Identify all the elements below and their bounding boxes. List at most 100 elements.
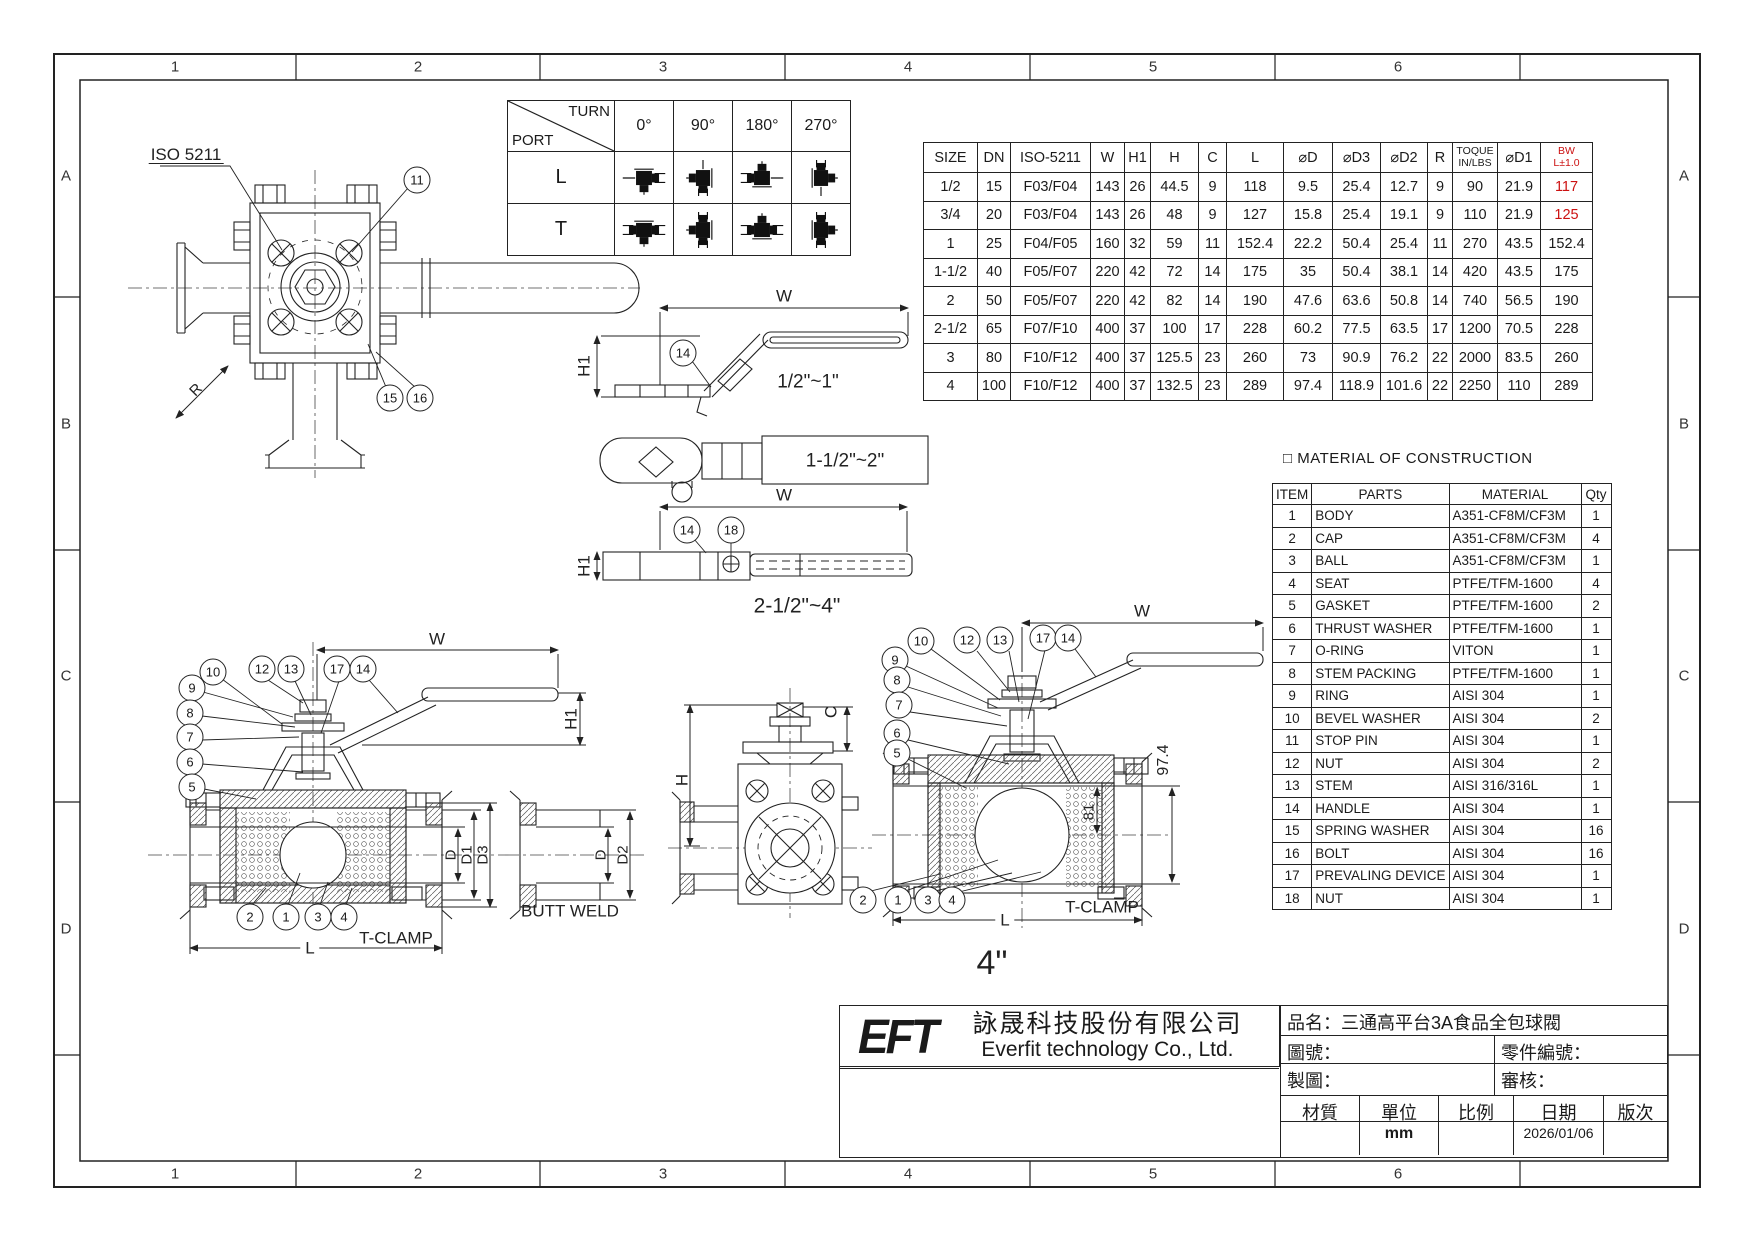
size-cell: 14	[1198, 286, 1227, 316]
material-cell: 18	[1271, 886, 1313, 910]
drawing-no-field: 圖號：	[1287, 1043, 1341, 1063]
size-cell: 50	[977, 286, 1011, 316]
size-cell: 4	[923, 371, 978, 401]
size-cell: 15.8	[1283, 200, 1333, 230]
grid-row-label: B	[1678, 415, 1690, 433]
size-cell: 40	[977, 257, 1011, 287]
size-cell: 289	[1540, 371, 1593, 401]
port-row-label: T	[507, 203, 615, 256]
material-cell: BALL	[1311, 549, 1450, 573]
spec-header-unit: 單位	[1359, 1096, 1438, 1121]
size-col-header: ⌀D	[1283, 142, 1333, 173]
material-cell: 14	[1271, 796, 1313, 820]
size-col-header: R	[1427, 142, 1453, 173]
material-cell: PTFE/TFM-1600	[1448, 661, 1582, 685]
size-col-header: H	[1150, 142, 1199, 173]
size-cell: 48	[1150, 200, 1199, 230]
turn-angle-header: 0°	[614, 100, 674, 152]
balloon-12: 12	[248, 655, 276, 683]
size-cell: 76.2	[1380, 343, 1428, 373]
t-clamp-label: T-CLAMP	[1065, 897, 1139, 917]
balloon-14-handle3: 14	[673, 516, 701, 544]
size-cell: 73	[1283, 343, 1333, 373]
butt-weld-label: BUTT WELD	[521, 901, 619, 921]
material-cell: 1	[1580, 796, 1612, 820]
material-cell: 16	[1580, 819, 1612, 843]
size-cell: 20	[977, 200, 1011, 230]
spec-header-rev: 版次	[1603, 1096, 1667, 1121]
size-cell: 228	[1226, 314, 1284, 344]
d1-dim-label: D1	[458, 845, 476, 865]
size-cell: 400	[1090, 371, 1125, 401]
size-cell: 1-1/2	[923, 257, 978, 287]
grid-row-label: A	[1678, 167, 1690, 185]
size-cell: 43.5	[1497, 229, 1541, 259]
material-cell: AISI 304	[1448, 886, 1582, 910]
h1-dim-label: H1	[561, 708, 581, 730]
material-cell: 2	[1580, 706, 1612, 730]
size-cell: 143	[1090, 172, 1125, 202]
t-clamp-label: T-CLAMP	[359, 928, 433, 948]
grid-col-label: 5	[1148, 1165, 1158, 1183]
size-cell: 25.4	[1332, 200, 1381, 230]
size-cell: 72	[1150, 257, 1199, 287]
size-cell: 2	[923, 286, 978, 316]
grid-col-label: 6	[1393, 1165, 1403, 1183]
balloon-12: 12	[953, 626, 981, 654]
size-cell: 117	[1540, 172, 1593, 202]
size-cell: 23	[1198, 343, 1227, 373]
grid-col-label: 2	[413, 1165, 423, 1183]
balloon-5: 5	[178, 773, 206, 801]
drafter-field: 製圖：	[1287, 1071, 1341, 1091]
size-cell: 190	[1226, 286, 1284, 316]
size-cell: 228	[1540, 314, 1593, 344]
balloon-4: 4	[330, 903, 358, 931]
balloon-11: 11	[403, 166, 431, 194]
size-col-header: SIZE	[923, 142, 978, 173]
material-cell: BOLT	[1311, 841, 1450, 865]
balloon-9: 9	[178, 674, 206, 702]
size-cell: 100	[1150, 314, 1199, 344]
material-col-header: ITEM	[1271, 483, 1313, 505]
size-col-header: TOQUE IN/LBS	[1452, 142, 1498, 173]
size-cell: 90	[1452, 172, 1498, 202]
material-title-text: MATERIAL OF CONSTRUCTION	[1297, 450, 1533, 467]
size-cell: 14	[1198, 257, 1227, 287]
material-cell: SEAT	[1311, 571, 1450, 595]
valve-position-icon	[614, 203, 674, 256]
grid-row-label: D	[1678, 920, 1690, 938]
material-cell: 1	[1580, 684, 1612, 708]
material-cell: 16	[1271, 841, 1313, 865]
size-cell: 11	[1198, 229, 1227, 259]
h-dim-label: H	[672, 773, 692, 787]
title-block-fields: 品名：三通高平台3A食品全包球閥 圖號： 零件編號： 製圖： 審核： 材質 單位…	[1280, 1005, 1668, 1158]
material-cell: AISI 304	[1448, 729, 1582, 753]
w-dim-label: W	[775, 485, 793, 505]
size-cell: 37	[1124, 371, 1151, 401]
spec-header-material: 材質	[1302, 1103, 1338, 1121]
turn-angle-header: 270°	[791, 100, 851, 152]
turn-port-table: TURN PORT 0° 90° 180° 270° L T	[507, 100, 851, 256]
material-cell: AISI 304	[1448, 819, 1582, 843]
balloon-13: 13	[277, 655, 305, 683]
balloon-4: 4	[938, 886, 966, 914]
balloon-16: 16	[406, 384, 434, 412]
material-cell: 1	[1580, 886, 1612, 910]
size-cell: 35	[1283, 257, 1333, 287]
size-cell: 220	[1090, 257, 1125, 287]
material-cell: 1	[1580, 639, 1612, 663]
size-cell: 11	[1427, 229, 1453, 259]
material-cell: 8	[1271, 661, 1313, 685]
material-cell: PREVALING DEVICE	[1311, 864, 1450, 888]
